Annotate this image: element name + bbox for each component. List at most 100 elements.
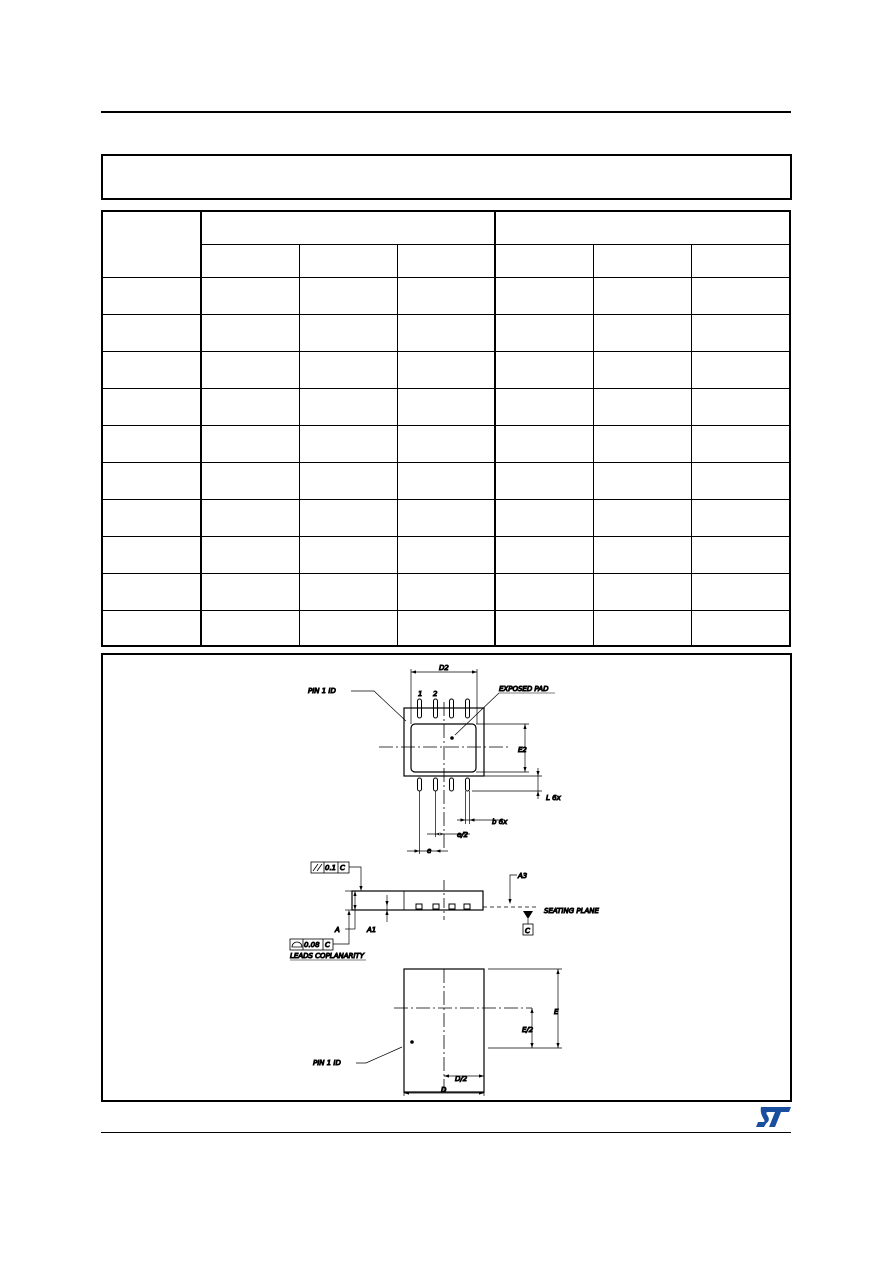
e-half-label: e/2: [457, 831, 469, 839]
dim-arrows: [359, 886, 363, 891]
a1-label: A1: [366, 926, 376, 934]
table-cell: [592, 313, 692, 352]
pin1-dot: [450, 736, 454, 740]
dim-arrows: [536, 771, 540, 796]
table-cell: [494, 424, 594, 463]
table-cell: [494, 498, 594, 537]
pin1-id-label-top: PIN 1 ID: [308, 687, 336, 695]
table-cell: [101, 276, 202, 315]
table-cell: [690, 572, 791, 611]
table-cell: [592, 498, 692, 537]
exposed-pad-label: EXPOSED PAD: [499, 685, 549, 693]
datum-c-label: C: [340, 864, 345, 872]
table-cell: [396, 461, 496, 500]
table-cell: [101, 498, 202, 537]
d-half-label: D/2: [455, 1075, 468, 1083]
table-cell: [200, 313, 300, 352]
table-cell: [101, 535, 202, 574]
dimensions-table: [101, 210, 791, 647]
lead: [465, 777, 470, 792]
table-cell: [690, 461, 791, 500]
table-cell: [200, 609, 300, 647]
bottom-view: PIN 1 ID E E/2 D/2 D: [313, 968, 562, 1096]
d2-label: D2: [439, 664, 449, 672]
table-row: [101, 424, 791, 463]
profile-symbol: [291, 941, 303, 948]
lead: [465, 698, 470, 719]
dim-arrows: [460, 818, 475, 822]
pin-number-1: 1: [418, 690, 422, 698]
table-cell: [494, 535, 594, 574]
table-cell: [200, 461, 300, 500]
table-cell: [298, 572, 398, 611]
table-subheader-row: [102, 243, 791, 278]
e-dim-label: E: [554, 1008, 559, 1016]
leader-line: [349, 866, 362, 889]
b-6x-label: b 6x: [492, 818, 508, 826]
table-cell: [494, 609, 594, 647]
table-cell: [690, 498, 791, 537]
pin-number-2: 2: [433, 690, 438, 698]
lead: [433, 777, 438, 792]
table-cell: [690, 350, 791, 389]
table-cell: [690, 609, 791, 647]
inches-header-cell: [494, 210, 791, 245]
a3-label: A3: [517, 872, 527, 880]
table-cell: [494, 276, 594, 315]
st-logo-mark: [756, 1107, 791, 1127]
table-cell: [101, 572, 202, 611]
table-cell: [690, 313, 791, 352]
parallel-symbol: [316, 863, 323, 872]
parallelism-value: 0.1: [325, 864, 336, 872]
side-lead: [463, 903, 471, 910]
table-cell: [396, 276, 496, 315]
leads-coplanarity-label: LEADS COPLANARITY: [290, 952, 365, 960]
table-cell: [396, 387, 496, 426]
leader-line: [509, 874, 517, 902]
table-cell: [494, 461, 594, 500]
e-dim-half-label: E/2: [522, 1026, 534, 1034]
table-row: [101, 572, 791, 611]
table-cell: [494, 350, 594, 389]
footer-rule: [101, 1132, 791, 1133]
lead: [449, 698, 454, 719]
mm-min-header: [298, 243, 398, 278]
lead: [449, 777, 454, 792]
pin1-dot: [410, 1040, 414, 1044]
table-cell: [298, 387, 398, 426]
side-view: 0.1 C A3 SEATING PLANE C A A1: [290, 861, 600, 961]
table-cell: [592, 387, 692, 426]
side-lead: [448, 903, 456, 910]
table-cell: [101, 609, 202, 647]
e2-label: E2: [518, 746, 527, 754]
datum-triangle: [523, 911, 533, 919]
table-cell: [396, 572, 496, 611]
dim-arrows: [530, 1008, 534, 1048]
table-cell: [101, 461, 202, 500]
table-cell: [494, 387, 594, 426]
table-cell: [200, 572, 300, 611]
table-cell: [101, 313, 202, 352]
table-cell: [200, 276, 300, 315]
table-cell: [298, 535, 398, 574]
table-cell: [690, 424, 791, 463]
table-cell: [592, 535, 692, 574]
table-cell: [200, 498, 300, 537]
e-pitch-label: e: [427, 847, 431, 855]
table-cell: [396, 498, 496, 537]
table-cell: [298, 609, 398, 647]
table-row: [101, 350, 791, 389]
table-cell: [592, 350, 692, 389]
mm-max-header: [396, 243, 496, 278]
table-row: [101, 609, 791, 647]
a-label: A: [334, 926, 340, 934]
pin1-id-label-bottom: PIN 1 ID: [313, 1059, 341, 1067]
table-cell: [592, 424, 692, 463]
millimeters-header-cell: [200, 210, 496, 245]
dim-arrows: [508, 899, 512, 904]
table-cell: [396, 350, 496, 389]
table-cell: [396, 313, 496, 352]
lead: [417, 777, 422, 792]
table-cell: [298, 313, 398, 352]
top-view: D2 1 2 PIN 1 ID EXPOSED PAD E2 L 6x: [308, 664, 563, 856]
